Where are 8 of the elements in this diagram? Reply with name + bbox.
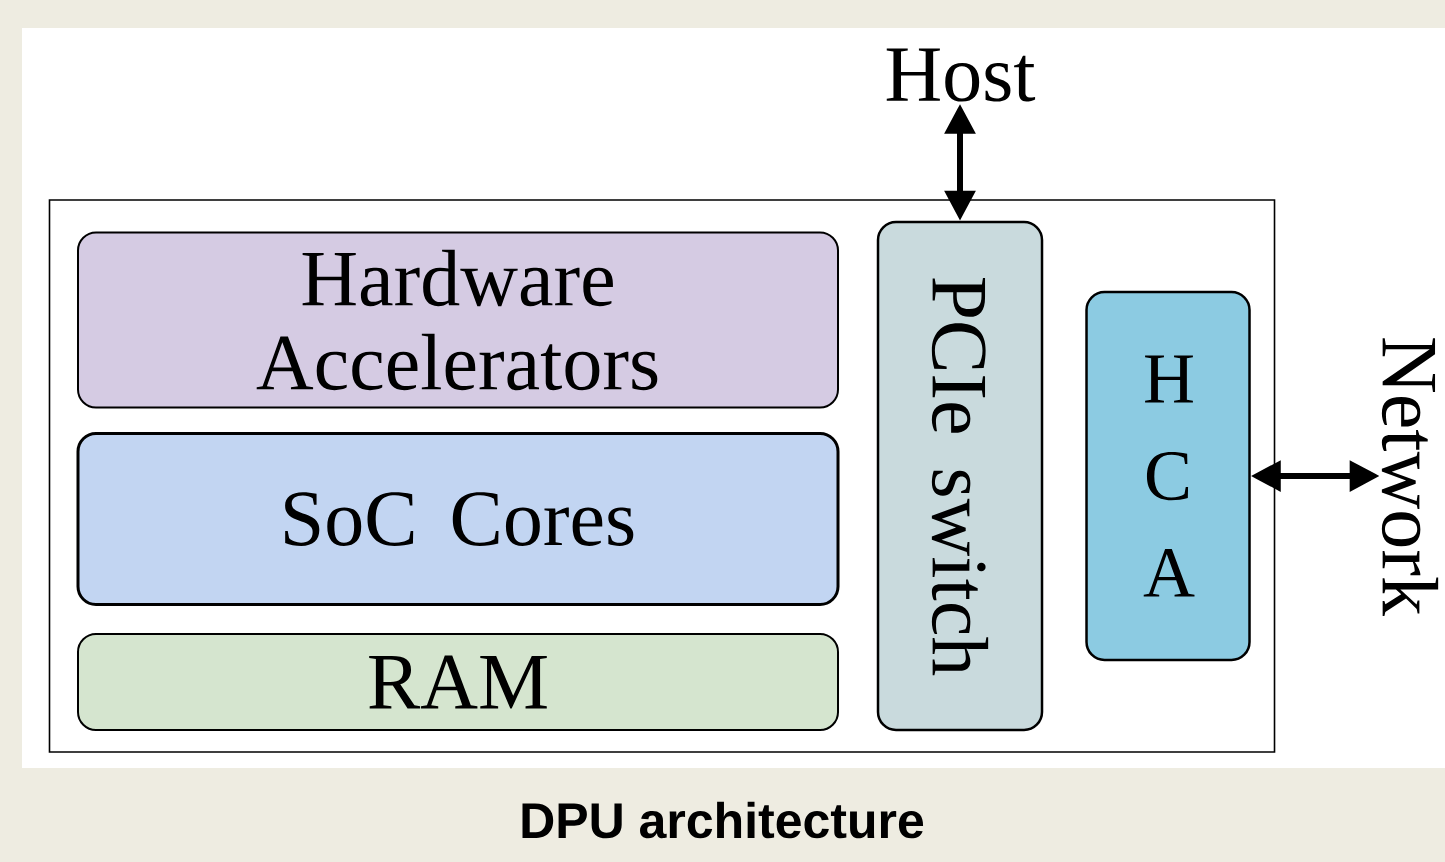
network-label: Network (1381, 338, 1439, 616)
hca-box: H C A (1085, 290, 1251, 662)
accelerator-box: Hardware Accelerators (77, 231, 839, 409)
host-label: Host (886, 48, 1036, 102)
switch-box: PCIe switch (876, 220, 1044, 732)
cores-box: SoC Cores (76, 432, 840, 606)
caption: DPU architecture (522, 801, 924, 839)
ram-box: RAM (77, 633, 839, 731)
